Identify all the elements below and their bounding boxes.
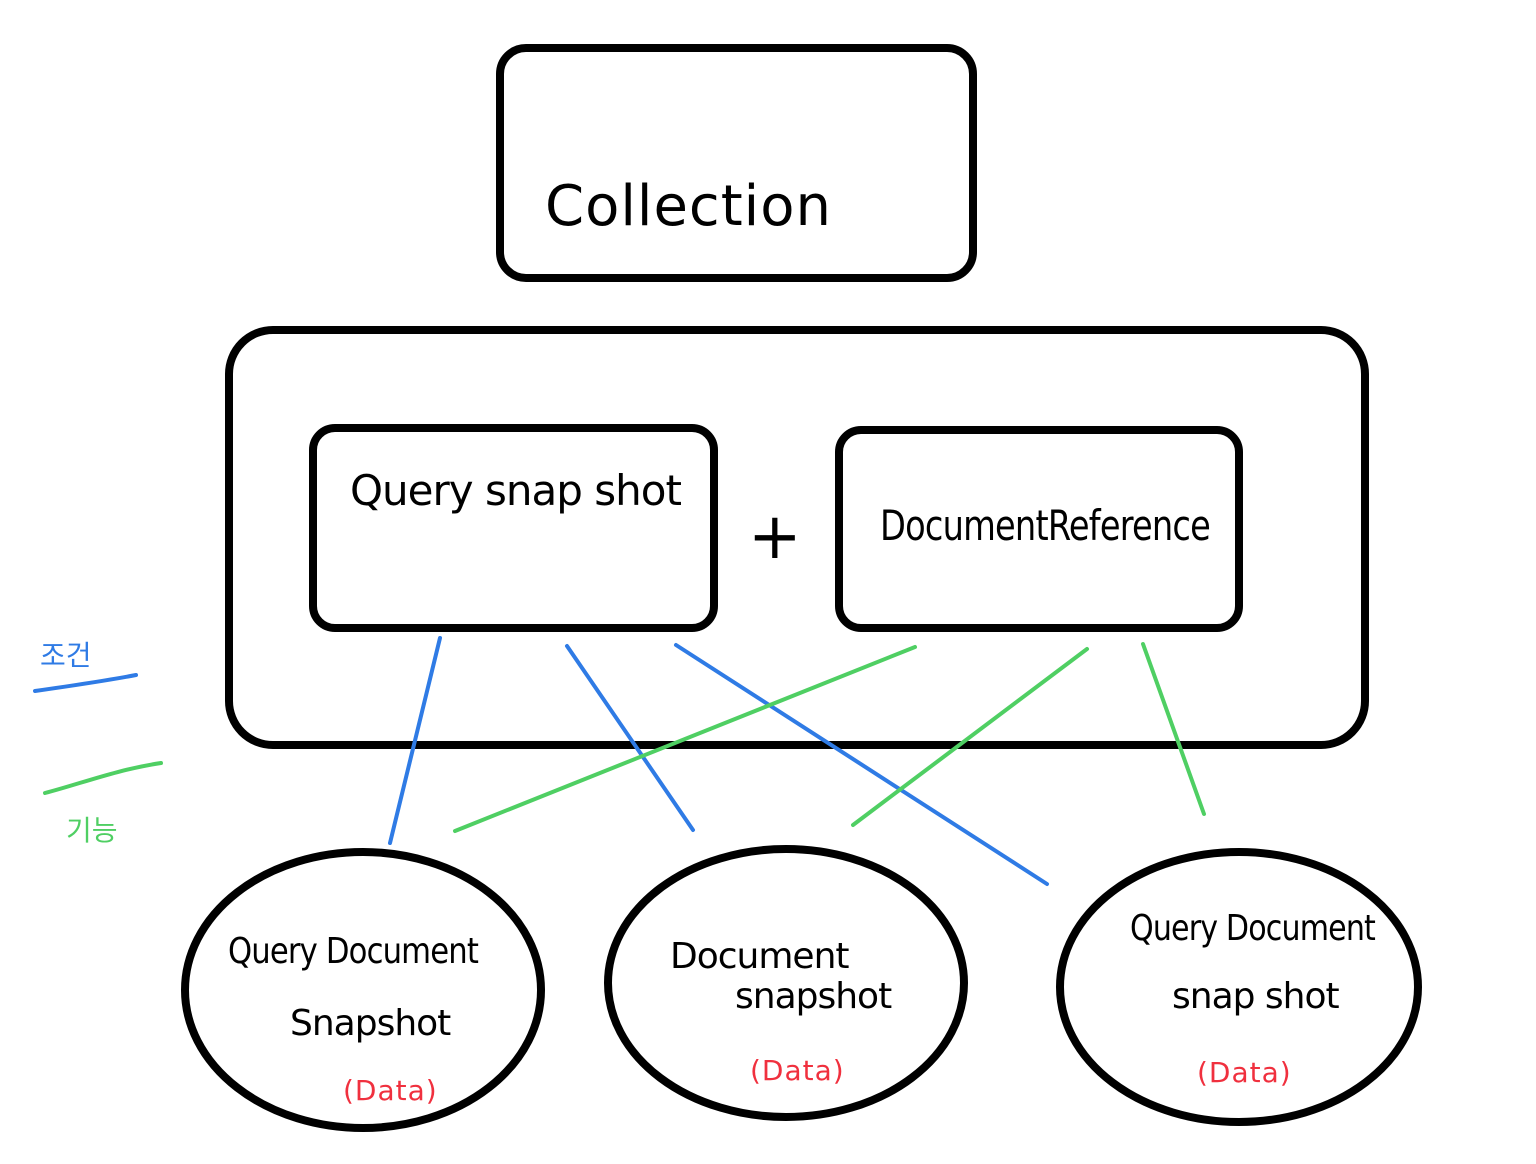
document-reference-label: DocumentReference	[880, 501, 1210, 550]
node-3-data-label: (Data)	[1197, 1056, 1292, 1089]
condition-line-3	[674, 643, 1049, 886]
feature-line-3	[1141, 642, 1206, 816]
legend-condition-swatch	[33, 673, 138, 693]
node-query-document-snapshot-3	[1056, 848, 1422, 1126]
condition-line-1	[388, 636, 442, 845]
node-2-line2: snapshot	[735, 976, 892, 1017]
query-snapshot-label: Query snap shot	[350, 466, 681, 515]
condition-line-2	[565, 644, 695, 832]
node-2-data-label: (Data)	[750, 1054, 845, 1087]
node-document-snapshot	[604, 845, 968, 1121]
query-snapshot-box	[309, 424, 718, 632]
node-query-document-snapshot-1	[181, 848, 545, 1132]
node-1-data-label: (Data)	[343, 1074, 438, 1107]
document-reference-box	[835, 426, 1243, 632]
feature-line-1	[453, 645, 917, 833]
node-3-line1: Query Document	[1130, 908, 1376, 949]
plus-sign: +	[748, 500, 802, 574]
collection-label: Collection	[545, 174, 832, 239]
feature-line-2	[851, 647, 1089, 827]
legend-feature-label: 기능	[66, 814, 118, 847]
node-1-line2: Snapshot	[290, 1003, 451, 1044]
collection-box	[496, 44, 977, 282]
node-1-line1: Query Document	[228, 931, 479, 972]
node-3-line2: snap shot	[1172, 976, 1340, 1017]
legend-feature-swatch	[43, 761, 163, 795]
legend-condition-label: 조건	[40, 639, 92, 672]
group-box	[225, 326, 1369, 749]
node-2-line1: Document	[670, 936, 849, 977]
